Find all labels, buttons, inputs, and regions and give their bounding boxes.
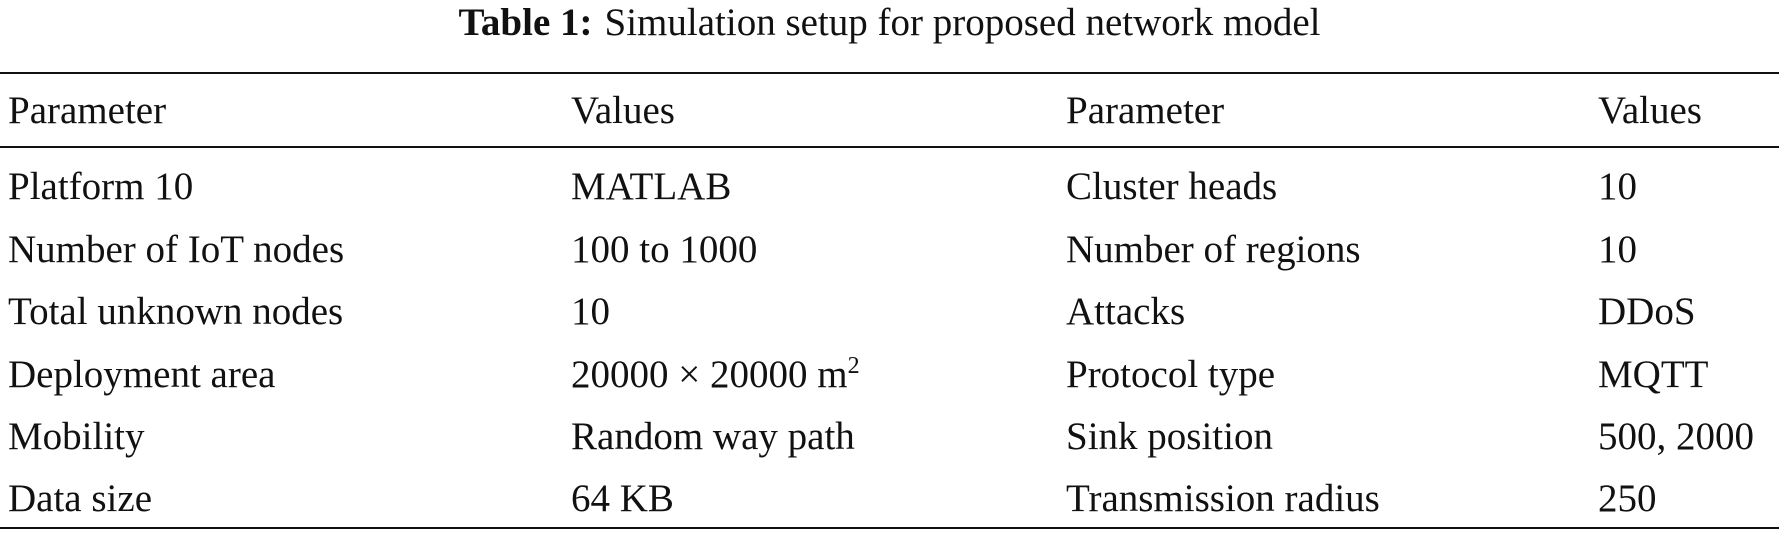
row-value-2: MQTT [1598,353,1709,396]
row-parameter-1: Number of IoT nodes [8,228,345,271]
superscript-exponent: 2 [847,353,860,379]
header-values-2: Values [1598,89,1702,132]
row-value-1: 100 to 1000 [571,228,758,271]
row-parameter-2: Sink position [1066,415,1273,458]
caption-text: Simulation setup for proposed network mo… [604,1,1321,44]
row-value-1: Random way path [571,415,855,458]
row-value-2: DDoS [1598,290,1696,333]
top-rule [0,72,1779,74]
row-parameter-2: Cluster heads [1066,165,1278,208]
row-parameter-2: Protocol type [1066,353,1276,396]
row-parameter-1: Mobility [8,415,145,458]
header-parameter-1: Parameter [8,89,167,132]
caption-label: Table 1: [458,1,593,44]
row-parameter-2: Transmission radius [1066,477,1380,520]
row-value-2: 500, 2000 [1598,415,1754,458]
bottom-rule [0,527,1779,529]
table-row: Number of IoT nodes 100 to 1000 Number o… [0,219,1779,281]
table-caption: Table 1: Simulation setup for proposed ne… [0,0,1779,46]
table-row: Platform 10 MATLAB Cluster heads 10 [0,156,1779,218]
row-parameter-1: Data size [8,477,153,520]
deployment-area-value: 20000 × 20000 m [571,353,848,396]
row-value-2: 10 [1598,228,1637,271]
row-parameter-1: Total unknown nodes [8,290,344,333]
row-parameter-2: Attacks [1066,290,1186,333]
row-parameter-2: Number of regions [1066,228,1361,271]
table-header-row: Parameter Values Parameter Values [0,80,1779,142]
table-row: Mobility Random way path Sink position 5… [0,406,1779,468]
row-value-1: 20000 × 20000 m2 [571,344,860,406]
header-values-1: Values [571,89,675,132]
row-parameter-1: Platform 10 [8,165,194,208]
row-value-1: 10 [571,290,610,333]
row-parameter-1: Deployment area [8,353,276,396]
header-rule [0,146,1779,148]
table-row: Total unknown nodes 10 Attacks DDoS [0,281,1779,343]
row-value-1: 64 KB [571,477,674,520]
row-value-2: 10 [1598,165,1637,208]
header-parameter-2: Parameter [1066,89,1225,132]
table-row: Data size 64 KB Transmission radius 250 [0,468,1779,530]
row-value-1: MATLAB [571,165,732,208]
row-value-2: 250 [1598,477,1657,520]
table-row: Deployment area 20000 × 20000 m2 Protoco… [0,344,1779,406]
